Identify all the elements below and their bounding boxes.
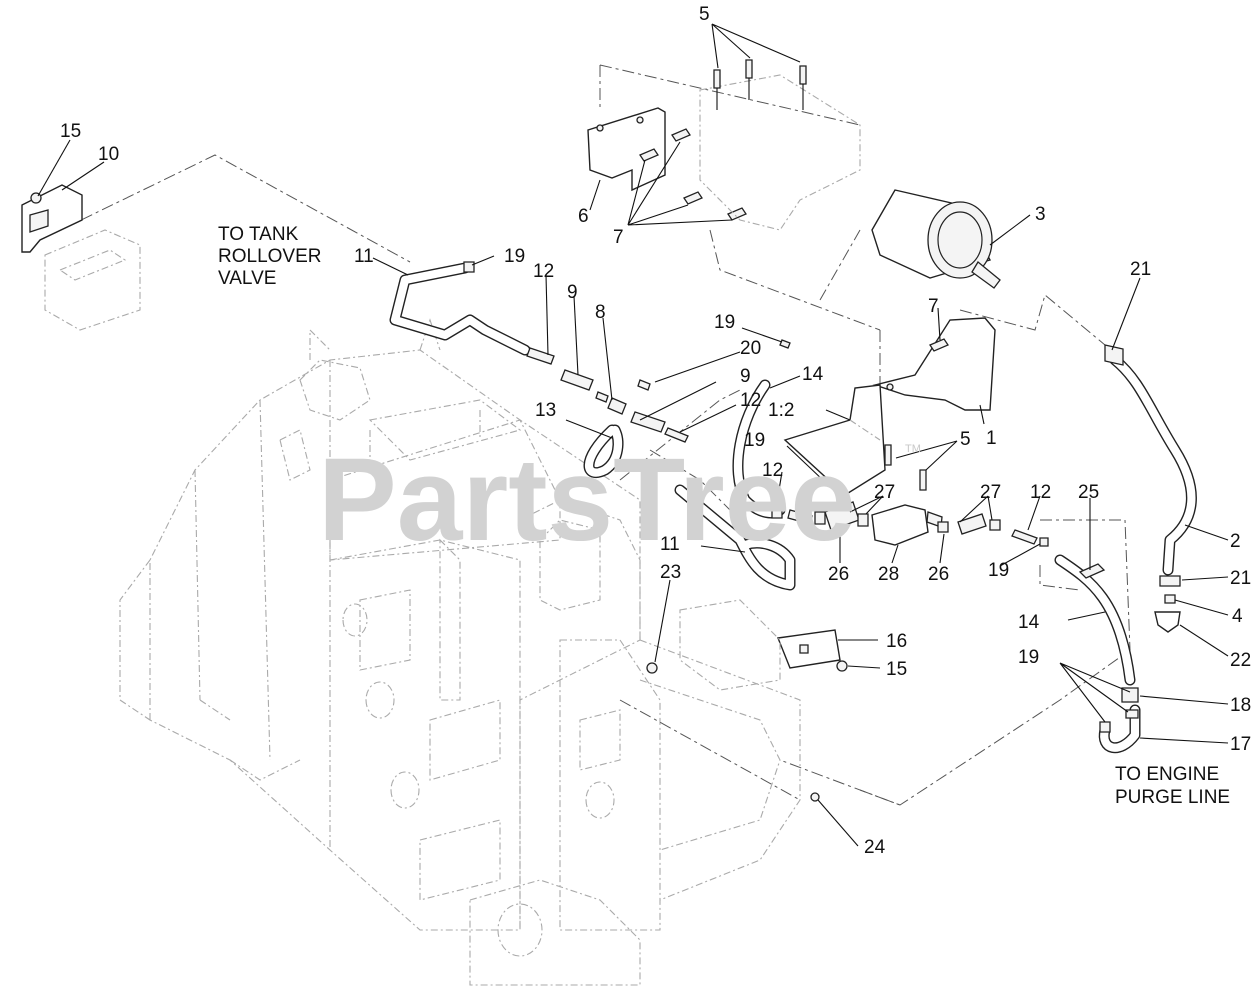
callout-24: 24 <box>864 837 886 858</box>
callout-15-a: 15 <box>60 121 81 142</box>
part-10-bracket <box>21 184 141 331</box>
callout-9-b: 9 <box>740 366 751 387</box>
callout-5-b: 5 <box>960 429 971 450</box>
callout-17: 17 <box>1230 734 1251 755</box>
callout-10: 10 <box>98 144 119 165</box>
callout-1-2: 1:2 <box>768 400 794 421</box>
callout-27-a: 27 <box>874 482 895 503</box>
part-23-nut <box>646 662 658 674</box>
callout-11-b: 11 <box>660 534 680 555</box>
callout-12-a: 12 <box>533 261 554 282</box>
svg-text:VALVE: VALVE <box>218 268 276 289</box>
callout-26-a: 26 <box>828 564 849 585</box>
callout-22: 22 <box>1230 650 1251 671</box>
svg-text:ROLLOVER: ROLLOVER <box>218 246 321 267</box>
svg-text:TO TANK: TO TANK <box>218 224 299 245</box>
part-14-hose <box>732 379 786 519</box>
part-14-hose-right <box>1054 554 1136 686</box>
callout-6: 6 <box>578 206 589 227</box>
callout-28: 28 <box>878 564 899 585</box>
callout-14-a: 14 <box>802 364 824 385</box>
part-11-hose-upper <box>389 262 531 356</box>
callout-20: 20 <box>740 338 761 359</box>
callout-18: 18 <box>1230 695 1251 716</box>
part-15-screw <box>30 192 42 204</box>
callout-16: 16 <box>886 631 907 652</box>
part-16-bracket <box>679 599 848 691</box>
part-2-hose <box>1109 354 1197 576</box>
watermark: PartsTree <box>318 434 856 566</box>
right-side-fittings <box>1078 344 1181 733</box>
part-1-bracket <box>872 317 996 411</box>
callouts: 5 15 10 6 7 3 11 19 12 9 8 21 7 19 20 14… <box>60 4 1251 858</box>
svg-text:TO ENGINE: TO ENGINE <box>1115 764 1219 785</box>
callout-19-e: 19 <box>1018 647 1039 668</box>
callout-19-c: 19 <box>744 430 765 451</box>
fuel-line-fittings <box>463 261 791 443</box>
callout-5-top: 5 <box>699 4 710 25</box>
leader-lines <box>37 23 1229 847</box>
part-7-clips <box>639 128 747 221</box>
mower-frame <box>119 318 801 986</box>
callout-12-d: 12 <box>1030 482 1051 503</box>
callout-23: 23 <box>660 562 681 583</box>
callout-21-a: 21 <box>1130 259 1151 280</box>
callout-4: 4 <box>1232 606 1243 627</box>
note-tank-rollover: TO TANK ROLLOVER VALVE <box>218 224 321 289</box>
part-24-washer <box>810 792 820 802</box>
callout-15-b: 15 <box>886 659 907 680</box>
callout-21-b: 21 <box>1230 568 1251 589</box>
callout-2: 2 <box>1230 531 1241 552</box>
callout-3: 3 <box>1035 204 1046 225</box>
callout-19-d: 19 <box>988 560 1009 581</box>
part-13-hose-loop <box>583 424 624 479</box>
upper-mount-plate <box>699 74 861 231</box>
callout-19-b: 19 <box>714 312 735 333</box>
part-3-canister <box>871 189 1001 289</box>
callout-26-b: 26 <box>928 564 949 585</box>
callout-12-b: 12 <box>740 390 761 411</box>
callout-8: 8 <box>595 302 606 323</box>
part-6-bracket <box>587 107 666 192</box>
callout-7-a: 7 <box>613 227 624 248</box>
callout-14-b: 14 <box>1018 612 1040 633</box>
callout-13: 13 <box>535 400 556 421</box>
part-5-bolts-lower <box>884 444 927 491</box>
callout-25: 25 <box>1078 482 1099 503</box>
note-engine-purge: TO ENGINE PURGE LINE <box>1115 764 1230 808</box>
part-11-hose-lower <box>674 484 796 591</box>
watermark-tm: TM <box>905 443 921 455</box>
part-17-hose <box>1098 704 1141 754</box>
part-5-bolts-top <box>713 59 807 110</box>
callout-11-a: 11 <box>354 246 374 267</box>
callout-12-c: 12 <box>762 460 783 481</box>
callout-1: 1 <box>986 428 997 449</box>
callout-7-b: 7 <box>928 296 939 317</box>
callout-19-a: 19 <box>504 246 525 267</box>
callout-9-a: 9 <box>567 282 578 303</box>
svg-text:PURGE LINE: PURGE LINE <box>1115 787 1230 808</box>
callout-27-b: 27 <box>980 482 1001 503</box>
filter-assembly <box>771 501 1049 547</box>
